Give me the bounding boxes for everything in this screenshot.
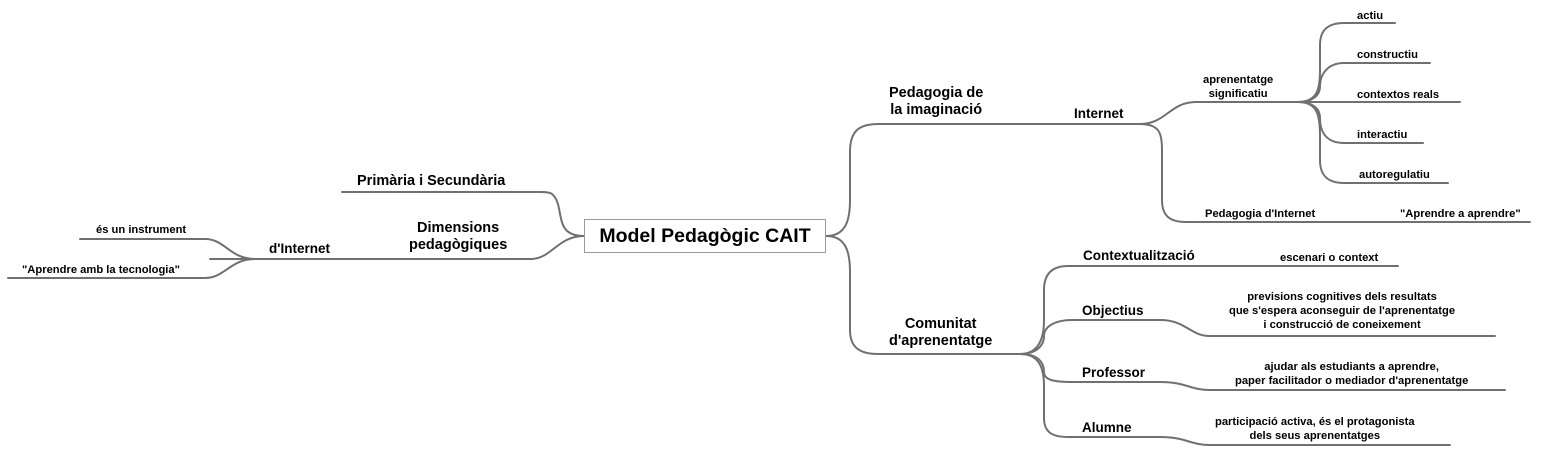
node-es-un-instrument[interactable]: és un instrument [96, 224, 187, 236]
edge-comunitat-professor [1019, 353, 1506, 391]
edge-root-primaria [341, 191, 585, 237]
edge-comunitat-contextualitzacio [1019, 265, 1399, 355]
node-contextos-reals[interactable]: contextos reals [1357, 89, 1440, 101]
node-aprendre-amb-tecnologia[interactable]: "Aprendre amb la tecnologia" [22, 264, 180, 276]
edge-internet-tecnologia [7, 258, 256, 279]
node-autoregulatiu[interactable]: autoregulatiu [1359, 169, 1430, 181]
node-interactiu[interactable]: interactiu [1357, 129, 1408, 141]
node-actiu[interactable]: actiu [1357, 10, 1384, 22]
node-comunitat-aprenentatge[interactable]: Comunitat d'aprenentatge [889, 316, 993, 350]
node-pedagogia-d-internet[interactable]: Pedagogia d'Internet [1205, 208, 1316, 220]
node-d-internet[interactable]: d'Internet [269, 241, 330, 256]
edge-internet-instrument [79, 238, 256, 260]
node-participacio-activa[interactable]: participació activa, és el protagonista … [1215, 416, 1415, 442]
node-aprendre-a-aprendre[interactable]: "Aprendre a aprendre" [1400, 208, 1521, 220]
node-primaria-secundaria[interactable]: Primària i Secundària [357, 173, 506, 189]
node-pedagogia-imaginacio[interactable]: Pedagogia de la imaginació [889, 85, 984, 119]
root-node[interactable]: Model Pedagògic CAIT [584, 219, 826, 253]
edge-significatiu-actiu [1297, 22, 1396, 103]
node-internet[interactable]: Internet [1074, 106, 1124, 121]
node-escenari-context[interactable]: escenari o context [1280, 252, 1379, 264]
node-alumne[interactable]: Alumne [1082, 420, 1132, 435]
node-previsions-cognitives[interactable]: previsions cognitives dels resultats que… [1229, 291, 1456, 331]
node-aprenentatge-significatiu[interactable]: aprenentatge significatiu [1203, 74, 1274, 100]
node-dimensions-pedagogiques[interactable]: Dimensions pedagògiques [409, 220, 508, 254]
node-professor[interactable]: Professor [1082, 365, 1146, 380]
edge-root-comunitat [825, 235, 1021, 355]
node-contextualitzacio[interactable]: Contextualització [1083, 248, 1195, 263]
edge-significatiu-constructiu [1297, 62, 1431, 103]
node-ajudar-estudiants[interactable]: ajudar als estudiants a aprendre, paper … [1235, 361, 1469, 387]
node-constructiu[interactable]: constructiu [1357, 49, 1418, 61]
edge-comunitat-alumne [1019, 353, 1451, 446]
edge-root-pedagogia [825, 123, 1011, 237]
edge-significatiu-autoregulatiu [1297, 101, 1449, 184]
edge-internet-pedagogia-internet [1139, 123, 1531, 223]
node-objectius[interactable]: Objectius [1082, 303, 1144, 318]
edge-comunitat-objectius [1019, 319, 1496, 355]
edge-root-dimensions [209, 235, 585, 260]
edge-internet-significatiu [1139, 101, 1299, 125]
